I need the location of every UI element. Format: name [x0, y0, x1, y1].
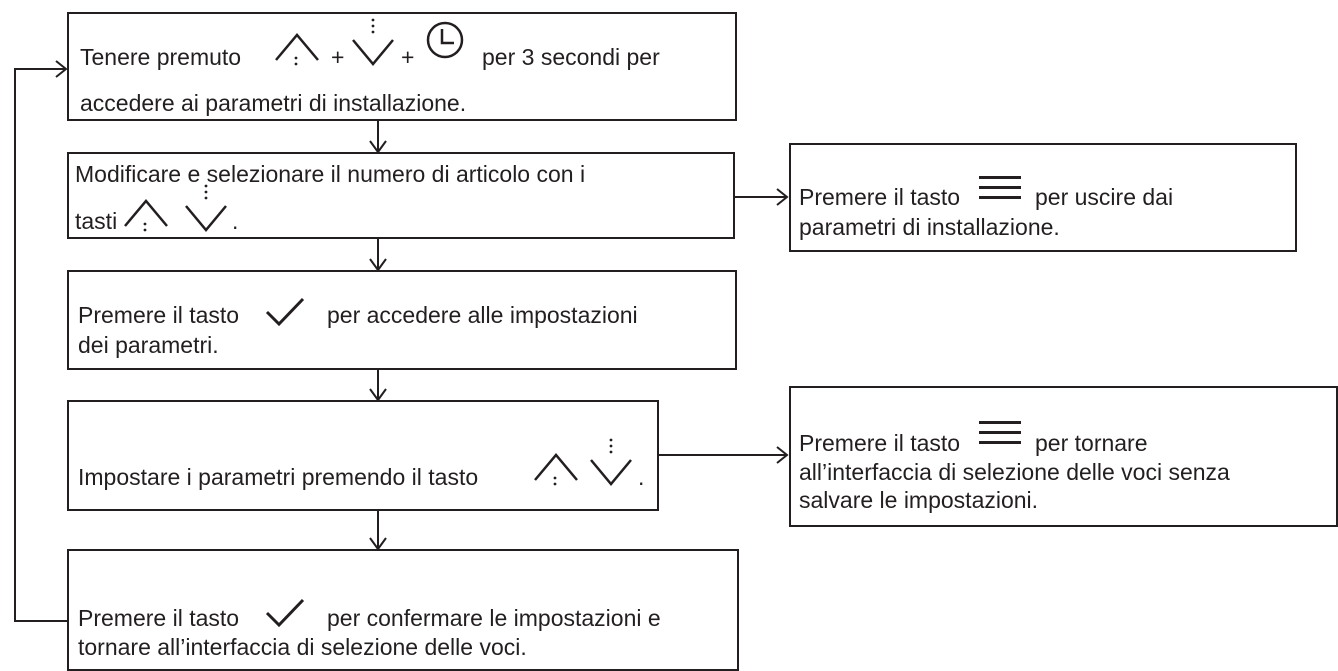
side1-text-c: parametri di installazione. — [799, 214, 1060, 240]
side2-text-a: Premere il tasto — [799, 430, 961, 456]
down-arrow-key-icon — [185, 184, 227, 232]
step3-text-b: per accedere alle impostazioni — [327, 302, 638, 328]
down-arrow-key-icon — [590, 438, 632, 486]
up-arrow-key-icon — [534, 453, 578, 486]
menu-icon — [979, 421, 1021, 444]
step-box-2: Modificare e selezionare il numero di ar… — [67, 152, 735, 239]
step1-text-c: accedere ai parametri di installazione. — [80, 90, 467, 116]
step5-text-a: Premere il tasto — [78, 605, 240, 631]
up-arrow-key-icon — [275, 33, 319, 66]
step-box-3: Premere il tasto per accedere alle impos… — [67, 270, 737, 370]
check-icon — [265, 598, 305, 628]
step5-text-b: per confermare le impostazioni e — [327, 605, 661, 631]
side2-text-b: per tornare — [1035, 430, 1148, 456]
step1-text-a: Tenere premuto — [80, 44, 242, 70]
plus-sign: + — [331, 44, 345, 70]
up-arrow-key-icon — [124, 199, 168, 232]
step-box-1: Tenere premuto + + per 3 secondi per acc… — [67, 12, 737, 121]
step3-text-a: Premere il tasto — [78, 302, 240, 328]
down-arrow-key-icon — [352, 18, 394, 66]
step1-text-b: per 3 secondi per — [482, 44, 660, 70]
step4-text-a: Impostare i parametri premendo il tasto — [78, 464, 479, 490]
step-box-4: Impostare i parametri premendo il tasto … — [67, 400, 659, 511]
side2-text-c: all’interfaccia di selezione delle voci … — [799, 459, 1230, 485]
side-box-exit: Premere il tasto per uscire dai parametr… — [789, 143, 1297, 252]
step4-text-end: . — [638, 464, 645, 490]
step2-text-b: tasti — [75, 208, 118, 234]
step3-text-c: dei parametri. — [78, 332, 219, 358]
side1-text-a: Premere il tasto — [799, 184, 961, 210]
step-box-5: Premere il tasto per confermare le impos… — [67, 549, 739, 671]
plus-sign: + — [401, 44, 415, 70]
side2-text-d: salvare le impostazioni. — [799, 487, 1039, 513]
side-box-return: Premere il tasto per tornare all’interfa… — [789, 386, 1338, 527]
side1-text-b: per uscire dai — [1035, 184, 1174, 210]
menu-icon — [979, 176, 1021, 199]
step2-text-a: Modificare e selezionare il numero di ar… — [75, 161, 586, 187]
clock-icon — [426, 21, 464, 59]
step2-text-end: . — [232, 208, 239, 234]
check-icon — [265, 297, 305, 327]
step5-text-c: tornare all’interfaccia di selezione del… — [78, 634, 527, 660]
